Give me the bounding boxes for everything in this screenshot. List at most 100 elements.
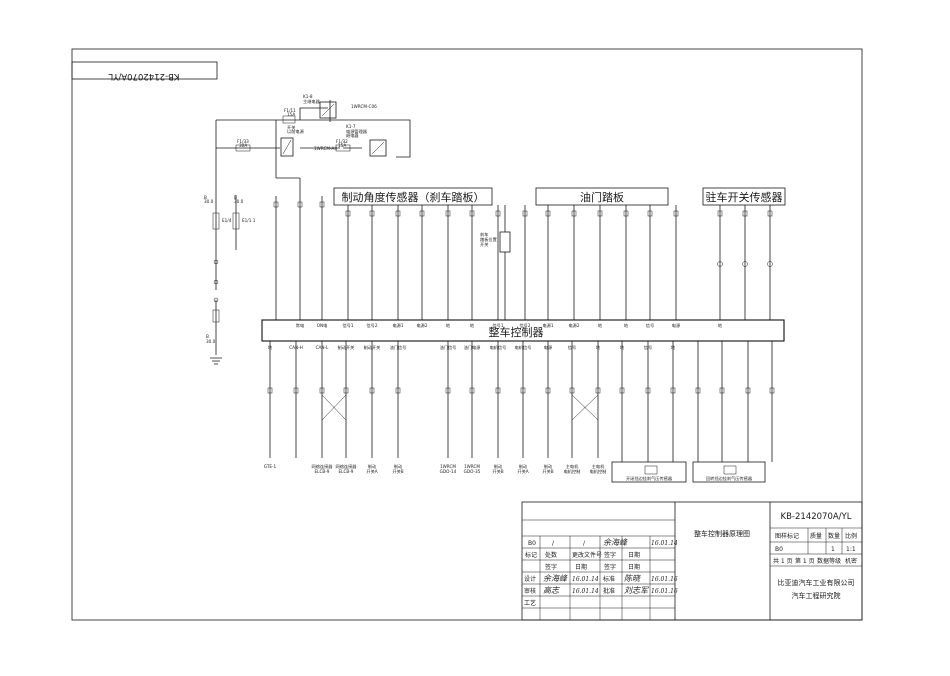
power-relay <box>369 139 387 157</box>
sig-hdr-4: 日期 <box>628 563 640 571</box>
controller-top-label: 信号 <box>646 322 654 329</box>
bottom-target-label: 电机控制 <box>564 468 581 475</box>
controller-top-label: 电源 <box>672 322 681 329</box>
left-circuit: B 30.0 B 30.0 E1/4 E1/1.1 B 30.0 <box>204 195 256 365</box>
svg-text:以前电源: 以前电源 <box>287 128 305 135</box>
controller-bottom-label: 地 <box>268 344 273 350</box>
main-relay <box>319 101 337 119</box>
meta-qty: 1 <box>831 546 835 553</box>
bottom-wire-connector <box>569 387 575 394</box>
controller-top-label: 电源1 <box>392 322 403 329</box>
bottom-wire-connector <box>469 387 475 394</box>
fuse-3 <box>335 144 351 152</box>
title-block: B0 / / 余海峰 16.01.14 标记 处数 更改文件号 签字 日期 签字… <box>521 501 863 621</box>
sheet-level-val: 机密 <box>845 557 857 565</box>
brake-header: 制动角度传感器（刹车踏板） <box>342 190 485 204</box>
park-connector <box>767 261 773 267</box>
hdr-mark: 标记 <box>525 551 537 559</box>
top-wire-connector <box>469 210 475 217</box>
hdr-signature: 签字 <box>604 551 616 559</box>
sheet-total: 共 1 页 <box>773 557 793 565</box>
role-review-date: 16.01.14 <box>572 588 599 595</box>
bottom-wire-connector <box>619 387 625 394</box>
role-standard-name: 陈晓 <box>624 574 641 583</box>
rev-signature: 余海峰 <box>603 538 628 547</box>
meta-stage: B0 <box>775 546 783 553</box>
park-header-box <box>702 187 786 206</box>
bottom-target-label: GTE-1 <box>264 464 277 469</box>
meta-qty-hdr: 数量 <box>828 532 840 540</box>
bottom-target-label: 网络连接器 <box>336 463 358 470</box>
bottom-target-label: 开关B <box>492 468 503 475</box>
svg-text:主继电器: 主继电器 <box>303 98 321 105</box>
stamp-text: KB-2142070A/YL <box>108 71 179 81</box>
bottom-target-label: GDO-35 <box>464 469 481 474</box>
top-wire-connector <box>767 210 773 217</box>
meta-scale-hdr: 比例 <box>845 532 857 540</box>
brake-header-box <box>333 187 493 206</box>
bottom-wire-connector <box>520 387 526 394</box>
bottom-wire-connector <box>343 387 349 394</box>
bottom-target-label: 制动 <box>544 463 552 470</box>
svg-text:30.0: 30.0 <box>206 339 216 344</box>
relay1-code: 1WRCM-C06 <box>351 104 377 109</box>
svg-text:开关: 开关 <box>287 124 295 131</box>
bottom-target-label: 制动 <box>519 463 527 470</box>
controller-top-label: 电源1 <box>542 322 553 329</box>
controller-bottom-label: 制动开关 <box>364 344 381 351</box>
top-wire-connector <box>647 210 653 217</box>
section-headers: 制动角度传感器（刹车踏板） 油门踏板 驻车开关传感器 <box>333 187 786 206</box>
controller-bottom-label: 地 <box>671 344 676 350</box>
svg-text:电源管理器: 电源管理器 <box>346 128 368 135</box>
controller-bottom-label: CAN-H <box>289 345 303 350</box>
sensor-box-left-label: 开闭挡边挂刹气压传感器 <box>626 475 673 482</box>
bottom-wire-connector <box>595 387 601 394</box>
role-approve-date: 16.01.16 <box>651 588 678 595</box>
fuse-2 <box>235 144 251 152</box>
switch-box <box>280 137 294 157</box>
controller-top-label: 电源2 <box>568 322 579 329</box>
svg-text:30A: 30A <box>239 143 247 148</box>
bottom-wire-connector <box>445 387 451 394</box>
sheet-level: 数据等级 <box>817 557 841 565</box>
department-name: 汽车工程研究院 <box>792 591 841 600</box>
throttle-header-box <box>535 187 669 206</box>
bottom-wire-connector <box>719 387 725 394</box>
controller-top-label: 地 <box>598 322 603 328</box>
controller-bottom-label: 电机信号 <box>515 344 532 351</box>
bottom-target-label: 主电机 <box>592 463 605 470</box>
bottom-target-label: 制动 <box>368 463 376 470</box>
svg-text:刹车: 刹车 <box>480 231 488 238</box>
meta-scale: 1:1 <box>846 546 856 553</box>
sheet-this: 第 1 页 <box>795 557 815 565</box>
role-process: 工艺 <box>524 599 536 607</box>
meta-weight-hdr: 质量 <box>810 532 822 540</box>
role-standard: 标准 <box>603 575 615 583</box>
controller-bottom-label: 信号 <box>568 344 576 351</box>
bottom-target-label: 1WRCM <box>440 464 456 469</box>
bottom-target-label: 开关A <box>366 468 377 475</box>
controller-bottom-label: 地 <box>620 344 625 350</box>
controller-top-label: 信号2 <box>366 322 377 329</box>
sensor-boxes: 开闭挡边挂刹气压传感器 回转挡边挂刹气压传感器 <box>611 461 766 483</box>
bottom-wire-connector <box>745 387 751 394</box>
park-connector <box>717 261 723 267</box>
controller-bottom-label: 油门信号 <box>440 344 457 351</box>
controller-top-label: 常电 <box>296 322 305 329</box>
svg-text:15A: 15A <box>287 112 295 117</box>
top-wire-connector <box>522 210 528 217</box>
bottom-target-label: 开关B <box>392 468 403 475</box>
svg-text:F1/11: F1/11 <box>284 108 296 113</box>
svg-text:B: B <box>234 195 237 200</box>
company-name: 比亚迪汽车工业有限公司 <box>778 578 855 587</box>
top-wire-connector <box>495 210 501 217</box>
top-wire-connector <box>395 210 401 217</box>
top-wire-connector <box>319 201 325 208</box>
bottom-wire-connector <box>495 387 501 394</box>
role-design-date: 16.01.14 <box>572 576 599 583</box>
top-wire-connector <box>673 210 679 217</box>
top-wire-connector <box>545 210 551 217</box>
svg-text:E1/4: E1/4 <box>222 218 232 223</box>
